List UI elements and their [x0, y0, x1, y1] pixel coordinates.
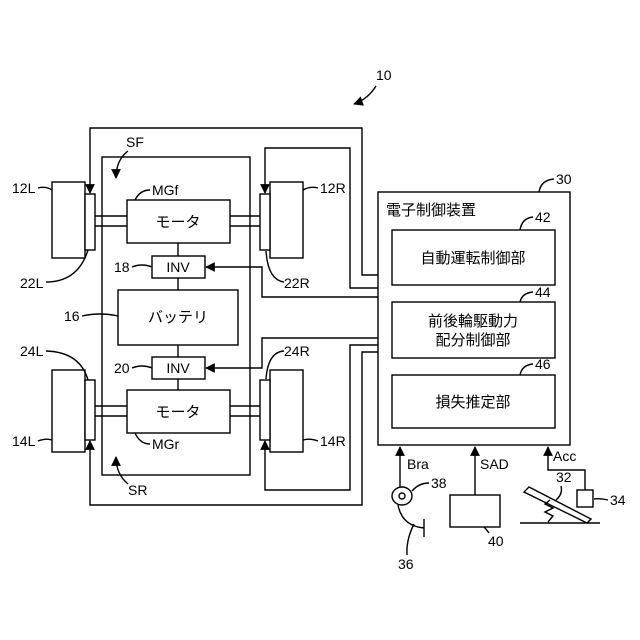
brake-pedal-ref: 36: [398, 556, 414, 572]
leader-line: [303, 439, 318, 441]
distribution-unit-ref: 44: [535, 284, 551, 300]
loss-unit-ref: 46: [535, 356, 551, 372]
wheel-front-left: [52, 182, 85, 258]
front-inverter-name: INV: [166, 259, 190, 275]
rear-inverter-name: INV: [166, 360, 190, 376]
accelerator-sensor: [577, 490, 593, 507]
brake-front-right: [260, 194, 270, 250]
figure-ref: 10: [376, 67, 392, 83]
brake-rear-right-ref: 24R: [284, 343, 310, 359]
front-label-arrow: [116, 151, 128, 178]
front-inverter-ref: 18: [114, 259, 130, 275]
leader-line: [132, 366, 152, 368]
battery-name: バッテリ: [148, 309, 208, 326]
autonomous-switch-ref: 40: [488, 533, 504, 549]
front-label: SF: [126, 134, 144, 150]
rear-motor-name: モータ: [155, 404, 200, 421]
wheel-rear-right-ref: 14R: [320, 433, 346, 449]
brake-sensor-ref: 38: [431, 475, 447, 491]
leader-line: [412, 483, 429, 491]
accelerator-sensor-ref: 34: [610, 492, 626, 508]
leader-line: [82, 314, 118, 316]
ecu-title: 電子制御装置: [386, 202, 476, 219]
autonomous-unit-ref: 42: [535, 209, 551, 225]
brake-signal-label: Bra: [407, 456, 429, 472]
autonomous-switch-box: [450, 495, 500, 527]
leader-line: [38, 187, 52, 190]
brake-rear-left: [85, 380, 95, 440]
leader-line: [132, 265, 152, 267]
accelerator-pedal-ref: 32: [556, 469, 572, 485]
leader-line: [303, 187, 318, 190]
autonomous-signal-label: SAD: [480, 456, 509, 472]
rear-label-arrow: [116, 457, 128, 484]
front-motor-name: モータ: [155, 214, 200, 231]
leader-line: [556, 486, 561, 500]
brake-pedal-lever: [398, 505, 424, 528]
rear-label: SR: [128, 482, 147, 498]
brake-rear-left-ref: 24L: [20, 343, 44, 359]
brake-sensor: [392, 487, 412, 505]
leader-line: [484, 527, 489, 533]
leader-line: [407, 524, 414, 555]
battery-ref: 16: [64, 308, 80, 324]
ecu-ref: 30: [556, 171, 572, 187]
leader-line: [594, 499, 608, 500]
distribution-unit-line2: 配分制御部: [435, 332, 510, 349]
brake-front-left-ref: 22L: [20, 275, 44, 291]
wheel-front-left-ref: 12L: [12, 180, 36, 196]
accelerator-signal-label: Acc: [553, 448, 576, 464]
wheel-rear-left-ref: 14L: [12, 433, 36, 449]
rear-motor-ref: MGr: [152, 436, 180, 452]
wheel-rear-left: [52, 370, 85, 452]
wheel-front-right-ref: 12R: [320, 180, 346, 196]
figure-ref-arrow: [354, 86, 376, 104]
brake-front-right-ref: 22R: [284, 275, 310, 291]
distribution-unit-box: [392, 302, 555, 358]
wheel-front-right: [270, 182, 303, 258]
loss-unit-name: 損失推定部: [435, 394, 510, 411]
wheel-rear-right: [270, 370, 303, 452]
distribution-unit-line1: 前後輪駆動力: [428, 313, 518, 330]
brake-front-left: [85, 194, 95, 250]
brake-rear-right: [260, 380, 270, 440]
leader-line: [38, 439, 52, 441]
front-motor-ref: MGf: [152, 182, 179, 198]
leader-line: [539, 179, 554, 192]
autonomous-unit-name: 自動運転制御部: [420, 250, 525, 267]
rear-inverter-ref: 20: [114, 360, 130, 376]
leader-line: [135, 190, 150, 200]
leader-line: [135, 433, 150, 444]
